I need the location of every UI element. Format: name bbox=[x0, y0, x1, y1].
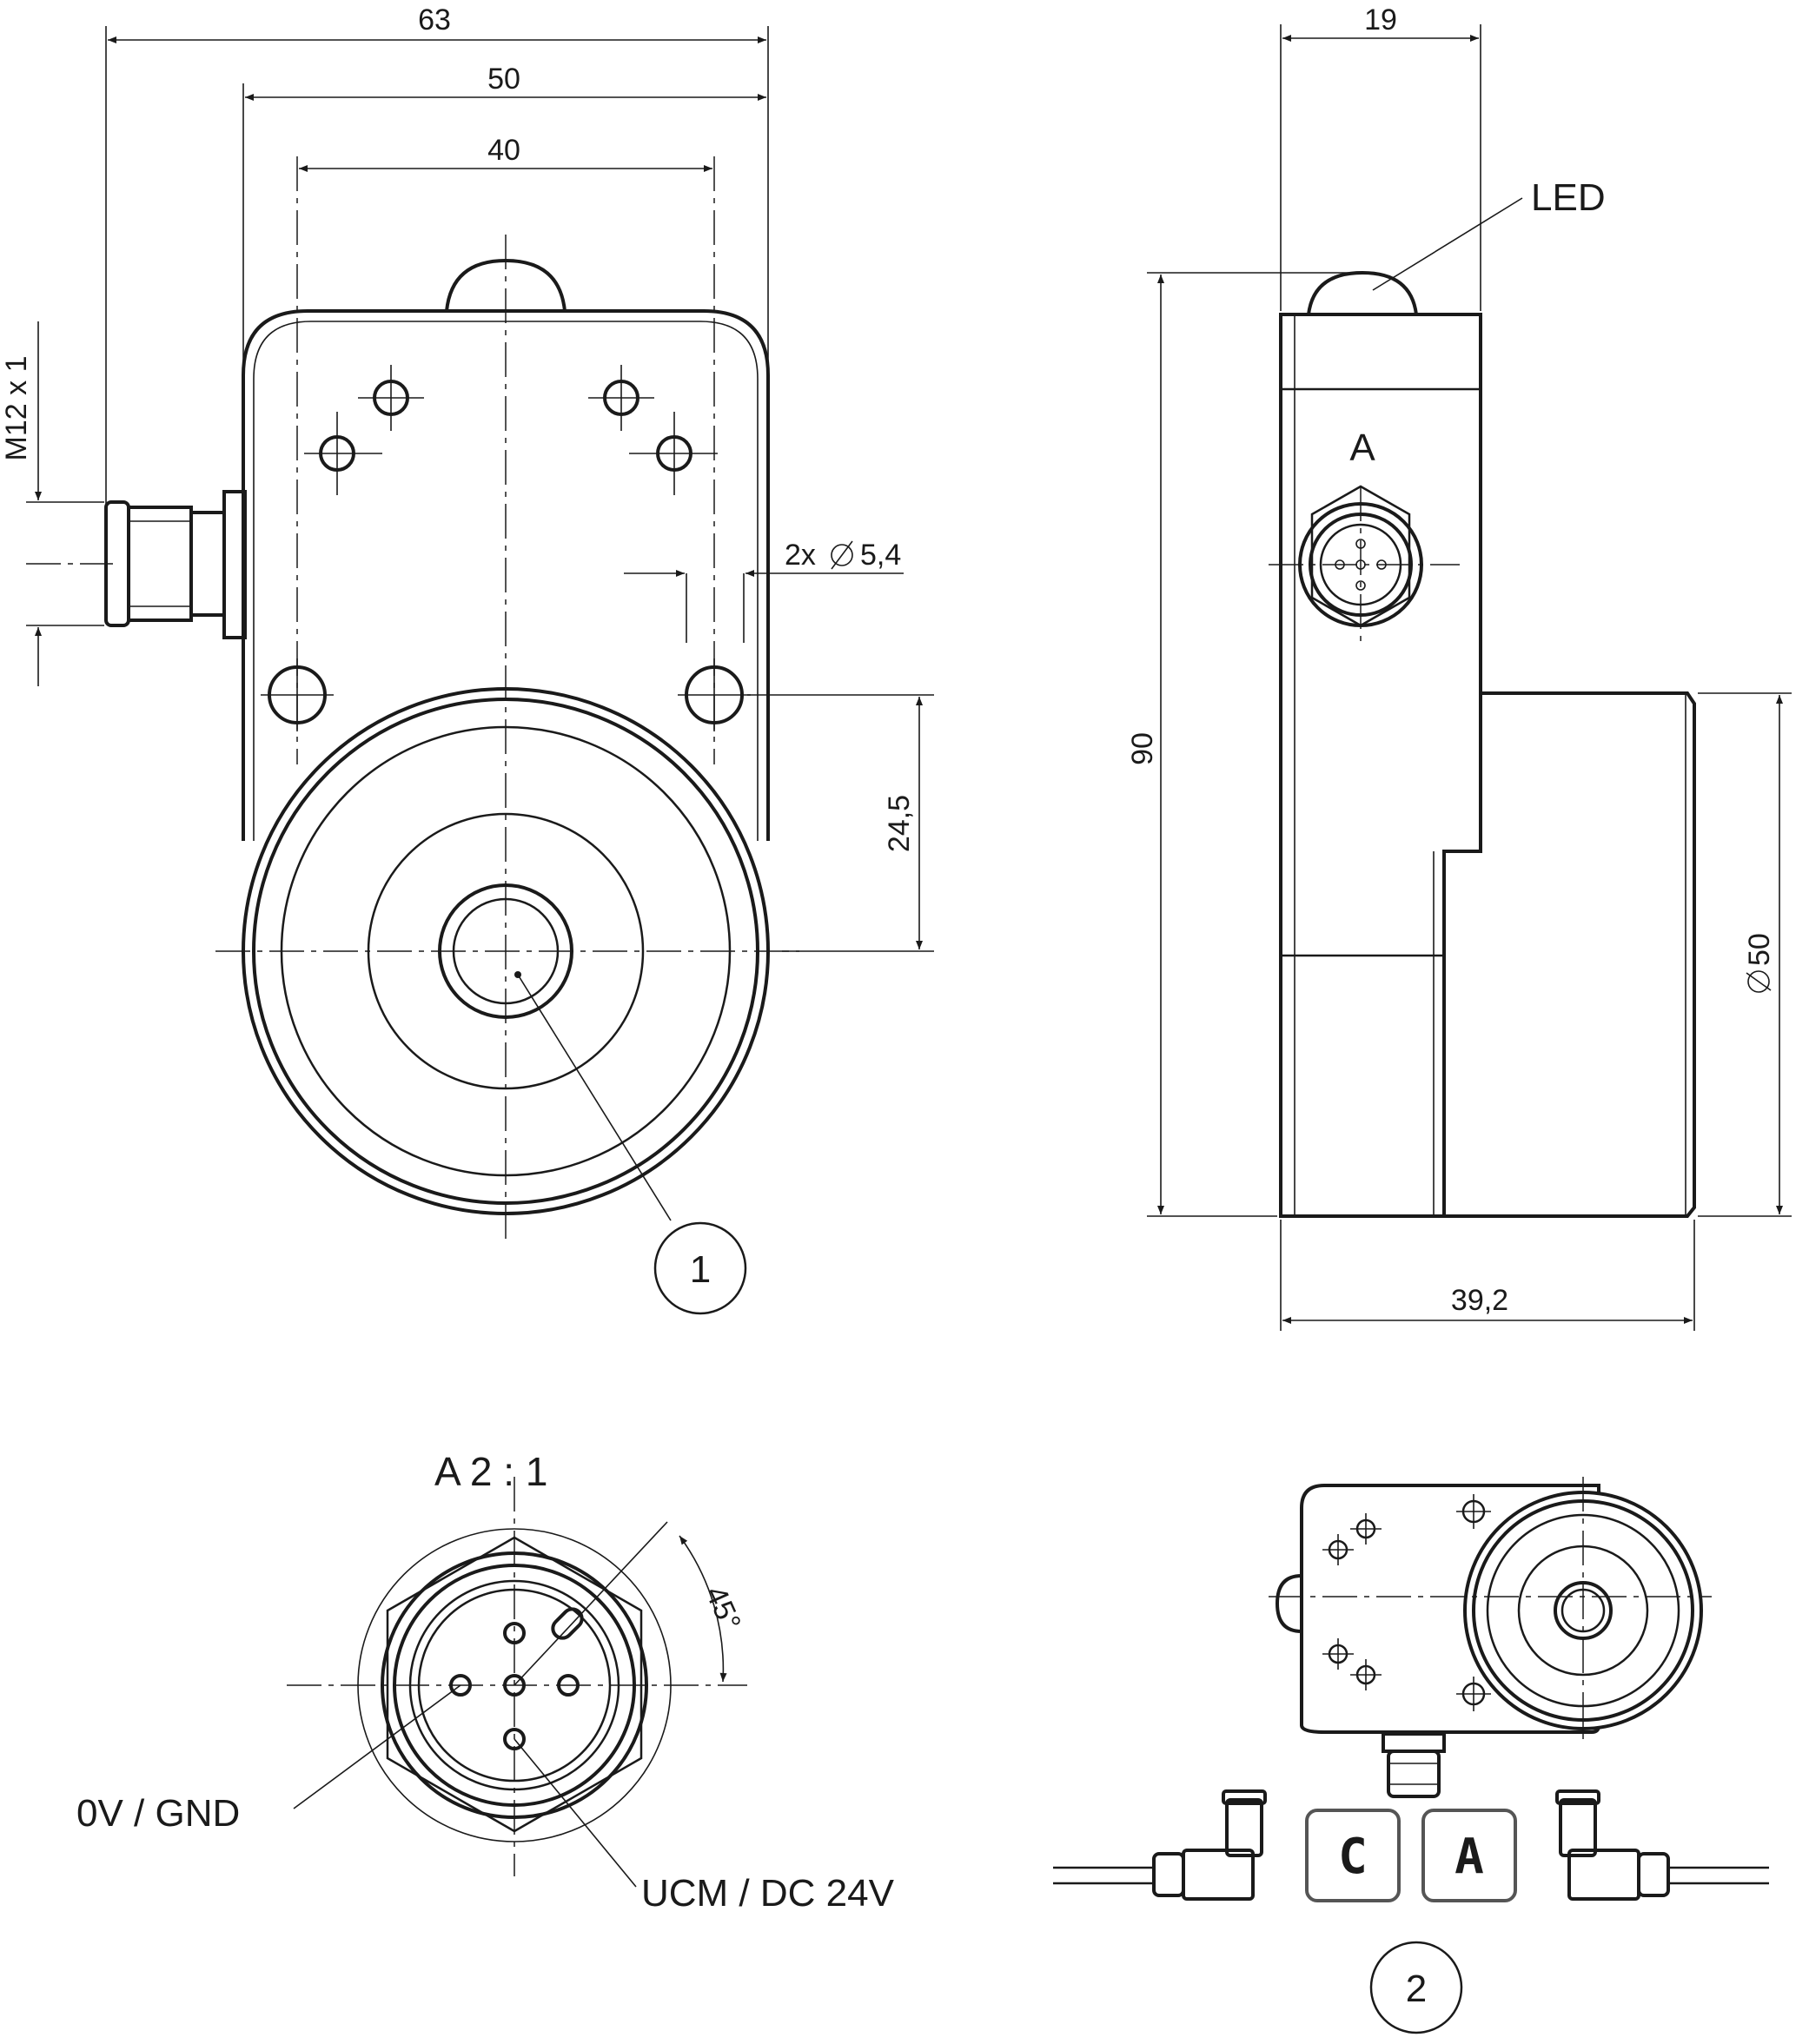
button-c[interactable]: C bbox=[1305, 1809, 1401, 1902]
dimension-hole: 2x 5,4 bbox=[624, 539, 904, 577]
button-a-label: A bbox=[1454, 1829, 1484, 1885]
dimension-50: 50 bbox=[242, 63, 766, 365]
side-connector-face bbox=[1269, 485, 1460, 643]
angle-45-text: 45° bbox=[699, 1581, 747, 1635]
dimension-dia-50: 50 bbox=[1698, 692, 1792, 1217]
thread-text: M12 x 1 bbox=[0, 356, 33, 461]
pin-gnd-label: 0V / GND bbox=[76, 1792, 240, 1835]
pin-ucm-label: UCM / DC 24V bbox=[641, 1872, 895, 1915]
dimension-39-2: 39,2 bbox=[1280, 1220, 1695, 1331]
dim-50-text: 50 bbox=[487, 63, 520, 96]
dim-40-text: 40 bbox=[487, 134, 520, 167]
front-view: 63 50 40 M12 x 1 2x 5,4 bbox=[0, 3, 934, 1315]
side-body-outline bbox=[1279, 313, 1482, 1218]
side-disc bbox=[1444, 691, 1696, 1218]
m12-connector bbox=[104, 490, 247, 639]
holes-count-text: 2x bbox=[785, 539, 816, 572]
view-a-label: A bbox=[1349, 427, 1375, 469]
callout-2-text: 2 bbox=[1406, 1968, 1427, 2010]
connector-pins bbox=[449, 1607, 584, 1750]
mounting-holes bbox=[261, 365, 751, 731]
led-label: LED bbox=[1531, 176, 1606, 219]
left-cable bbox=[1053, 1789, 1267, 1901]
assembly-overview: C A 2 bbox=[1053, 1477, 1769, 2034]
callout-2: 2 bbox=[1369, 1941, 1463, 2034]
detail-a: A 2 : 1 45° 0V / GND UCM / DC 24V bbox=[76, 1449, 895, 1915]
button-c-label: C bbox=[1338, 1829, 1368, 1885]
button-a[interactable]: A bbox=[1421, 1809, 1517, 1902]
side-led-dome bbox=[1306, 270, 1419, 316]
callout-1-text: 1 bbox=[690, 1248, 711, 1291]
dimension-40: 40 bbox=[299, 134, 712, 172]
dim-63-text: 63 bbox=[418, 3, 451, 36]
dim-24-5-text: 24,5 bbox=[883, 795, 916, 852]
hole-dia-text: 5,4 bbox=[860, 539, 901, 572]
dimension-thread: M12 x 1 bbox=[0, 321, 104, 686]
dia-50-text: 50 bbox=[1743, 933, 1776, 966]
dimension-90: 90 bbox=[1126, 272, 1355, 1217]
dim-90-text: 90 bbox=[1126, 732, 1159, 765]
dimension-63: 63 bbox=[105, 3, 769, 504]
side-view: A LED 19 90 39,2 bbox=[1126, 3, 1792, 1331]
right-cable bbox=[1555, 1789, 1769, 1901]
dimension-19: 19 bbox=[1280, 3, 1481, 311]
dimension-24-5: 24,5 bbox=[747, 694, 934, 952]
detail-a-title: A 2 : 1 bbox=[434, 1449, 547, 1494]
dim-39-2-text: 39,2 bbox=[1451, 1284, 1508, 1317]
callout-1: 1 bbox=[514, 971, 747, 1315]
dim-19-text: 19 bbox=[1364, 3, 1397, 36]
